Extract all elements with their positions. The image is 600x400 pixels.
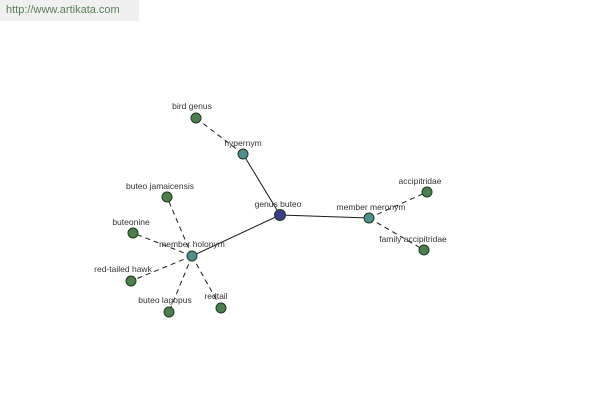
label-redtail[interactable]: redtail (204, 291, 227, 301)
edge-member-holonym-buteonine (132, 232, 193, 257)
nodes (125, 112, 433, 318)
label-family-accipitridae[interactable]: family accipitridae (379, 234, 447, 244)
node-member-meronym[interactable] (363, 212, 375, 224)
label-accipitridae[interactable]: accipitridae (399, 176, 442, 186)
edge-genus-buteo-member-holonym (191, 214, 281, 257)
label-buteonine[interactable]: buteonine (112, 217, 150, 227)
edge-hypernym-bird-genus (195, 117, 244, 155)
edge-member-meronym-accipitridae (368, 191, 428, 219)
edge-member-holonym-buteo-jamaicensis (166, 196, 193, 257)
node-bird-genus[interactable] (190, 112, 202, 124)
label-genus-buteo[interactable]: genus buteo (255, 199, 302, 209)
edges (130, 117, 428, 313)
node-red-tailed-hawk[interactable] (125, 275, 137, 287)
label-hypernym[interactable]: hypernym (224, 138, 261, 148)
label-member-meronym[interactable]: member meronym (337, 202, 406, 212)
node-buteonine[interactable] (127, 227, 139, 239)
node-member-holonym[interactable] (186, 250, 198, 262)
edge-member-holonym-redtail (191, 255, 222, 309)
label-buteo-jamaicensis[interactable]: buteo jamaicensis (126, 181, 194, 191)
labels: genus buteo hypernym bird genus member m… (94, 101, 447, 305)
node-redtail[interactable] (215, 302, 227, 314)
label-red-tailed-hawk[interactable]: red-tailed hawk (94, 264, 152, 274)
node-buteo-lagopus[interactable] (163, 306, 175, 318)
watermark-url[interactable]: http://www.artikata.com (0, 0, 139, 21)
node-hypernym[interactable] (237, 148, 249, 160)
edge-genus-buteo-member-meronym (279, 214, 370, 219)
node-family-accipitridae[interactable] (418, 244, 430, 256)
node-genus-buteo[interactable] (274, 209, 286, 221)
edge-member-holonym-red-tailed-hawk (130, 255, 193, 282)
label-member-holonym[interactable]: member holonym (159, 239, 225, 249)
label-buteo-lagopus[interactable]: buteo lagopus (138, 295, 191, 305)
node-buteo-jamaicensis[interactable] (161, 191, 173, 203)
node-accipitridae[interactable] (421, 186, 433, 198)
edge-member-meronym-family-accipitridae (368, 217, 425, 251)
edge-member-holonym-buteo-lagopus (168, 255, 193, 313)
edge-genus-buteo-hypernym (242, 153, 281, 216)
label-bird-genus[interactable]: bird genus (172, 101, 212, 111)
